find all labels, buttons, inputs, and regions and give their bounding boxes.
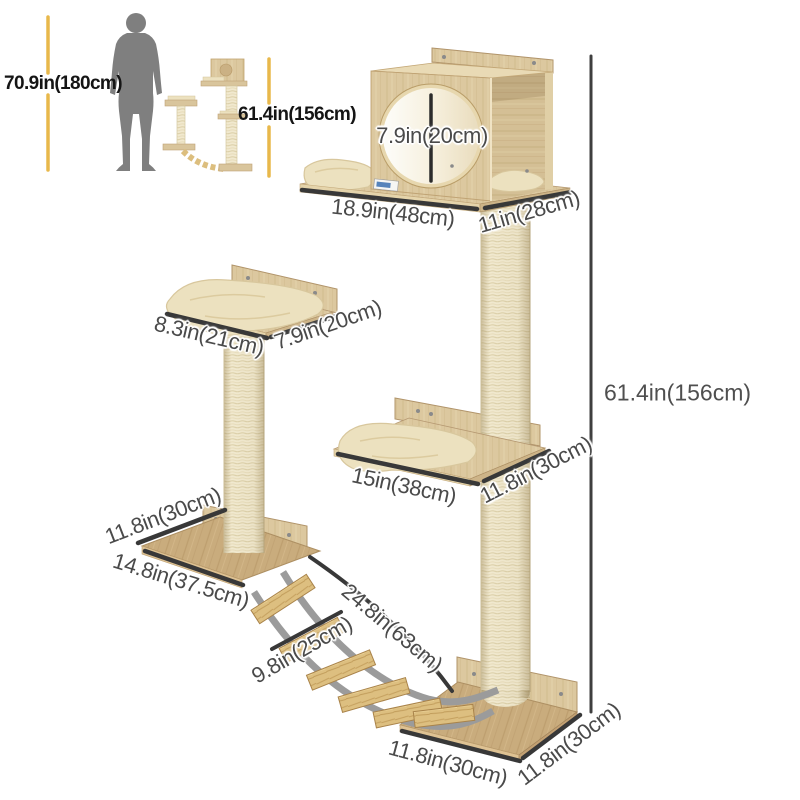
dimension-line-left-base-depth xyxy=(135,507,228,546)
dimension-line-left-base-width xyxy=(142,548,246,588)
dimension-lines xyxy=(135,54,593,764)
bridge-slat xyxy=(305,649,377,691)
screw-icon xyxy=(287,533,291,537)
dimension-line-top-width xyxy=(299,187,480,212)
bridge-slat xyxy=(278,616,346,664)
screw-icon xyxy=(450,164,454,168)
dimension-line-middle-width xyxy=(335,451,481,487)
dimension-line-middle-depth xyxy=(481,448,552,484)
bridge-slat xyxy=(372,697,444,729)
dimension-line-bottom-width xyxy=(399,728,523,764)
dim-product-height-small: 61.4in(156cm) xyxy=(238,104,356,125)
screw-icon xyxy=(442,55,446,59)
screw-icon xyxy=(429,412,433,416)
dimension-line-bridge-width xyxy=(270,610,343,651)
dimension-line-top-depth xyxy=(482,189,575,211)
dim-total-height: 61.4in(156cm) xyxy=(604,379,752,406)
thumbnail-bridge xyxy=(180,148,226,172)
screw-icon xyxy=(416,409,420,413)
dimension-line-bridge-length xyxy=(308,555,454,693)
dim-hole-diameter: 7.9in(20cm) xyxy=(376,123,488,148)
bridge-slat xyxy=(250,573,316,625)
rope-bridge xyxy=(250,570,500,730)
screw-icon xyxy=(525,169,529,173)
scale-comparison xyxy=(46,13,271,178)
house-cushion xyxy=(488,169,545,192)
left-scratching-post xyxy=(223,331,265,553)
screw-icon xyxy=(246,276,250,280)
bridge-slat xyxy=(337,677,411,713)
brand-label xyxy=(373,178,399,192)
screw-icon xyxy=(559,692,563,696)
dimension-line-bottom-depth xyxy=(520,712,583,761)
house-interior xyxy=(491,72,553,201)
human-silhouette xyxy=(110,13,162,171)
screw-icon xyxy=(472,672,476,676)
bridge-slat xyxy=(412,703,476,729)
product-thumbnail xyxy=(162,58,253,172)
screw-icon xyxy=(532,61,536,65)
dimension-line-left-platform-width xyxy=(164,311,270,341)
dim-human-height: 70.9in(180cm) xyxy=(4,73,122,94)
dimension-line-left-platform-depth xyxy=(268,313,340,340)
